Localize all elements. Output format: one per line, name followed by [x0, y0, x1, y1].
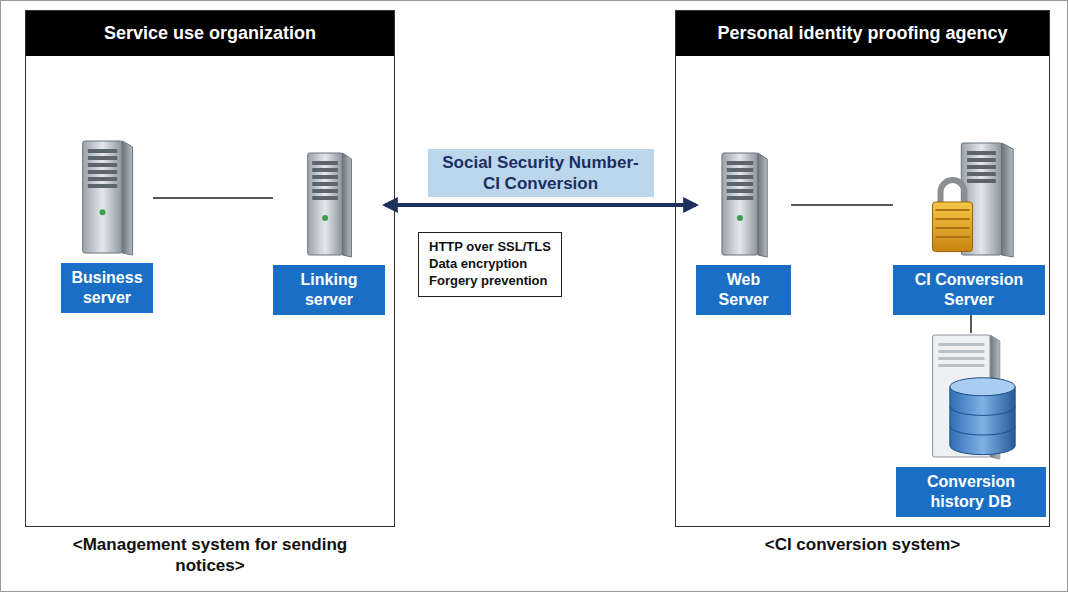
- server-label: CI Conversion Server: [893, 265, 1045, 315]
- note-line: HTTP over SSL/TLS: [429, 239, 551, 256]
- organization-panel: Service use organization<Management syst…: [25, 10, 395, 527]
- server-node: Business server: [61, 139, 153, 313]
- server-node: Web Server: [696, 151, 791, 315]
- note-line: Forgery prevention: [429, 273, 551, 290]
- note-line: Data encryption: [429, 256, 551, 273]
- panel-heading: Personal identity proofing agency: [676, 11, 1049, 56]
- server-label: Business server: [61, 263, 153, 313]
- database-icon: [923, 333, 1019, 461]
- server-node: Linking server: [273, 151, 385, 315]
- link-line: [153, 197, 273, 199]
- server-icon: [715, 151, 773, 259]
- system-caption: <Management system for sending notices>: [45, 534, 375, 577]
- note-box: HTTP over SSL/TLSData encryptionForgery …: [418, 232, 562, 297]
- server-label: Linking server: [273, 265, 385, 315]
- panel-heading: Service use organization: [26, 11, 394, 56]
- link-line: [791, 204, 893, 206]
- server-label: Web Server: [696, 265, 791, 315]
- server-icon: [301, 151, 357, 259]
- organization-panel: Personal identity proofing agency<CI con…: [675, 10, 1050, 527]
- server-node: CI Conversion Server: [893, 141, 1045, 315]
- server-label: Conversion history DB: [896, 467, 1046, 517]
- server-node: Conversion history DB: [896, 333, 1046, 517]
- system-caption: <CI conversion system>: [698, 534, 1028, 555]
- server-icon: [75, 139, 139, 257]
- conversion-arrow: [385, 203, 696, 207]
- link-line: [970, 315, 972, 333]
- edge-label: Social Security Number-CI Conversion: [428, 149, 654, 198]
- server-icon: [921, 141, 1017, 259]
